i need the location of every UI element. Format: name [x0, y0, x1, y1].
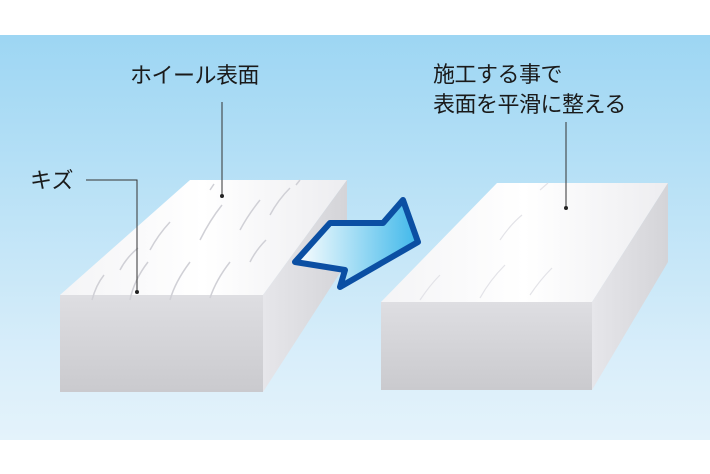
block-top-face	[381, 183, 668, 302]
leader-lines	[86, 102, 567, 290]
scratched-block	[60, 179, 347, 392]
block-top-face	[60, 180, 347, 295]
faint-marks	[419, 182, 553, 301]
scratch-label: キズ	[30, 169, 74, 194]
block-front-face	[60, 295, 263, 392]
smoothed-block	[381, 182, 668, 390]
wheel-surface-label: ホイール表面	[130, 64, 260, 89]
after-label-line1: 施工する事で	[433, 63, 563, 88]
scratch-marks	[91, 179, 301, 301]
arrow-icon	[292, 197, 421, 290]
block-side-face	[592, 183, 668, 390]
leader-dots	[135, 194, 568, 294]
after-label-line2: 表面を平滑に整える	[433, 93, 626, 118]
block-front-face	[381, 302, 592, 390]
